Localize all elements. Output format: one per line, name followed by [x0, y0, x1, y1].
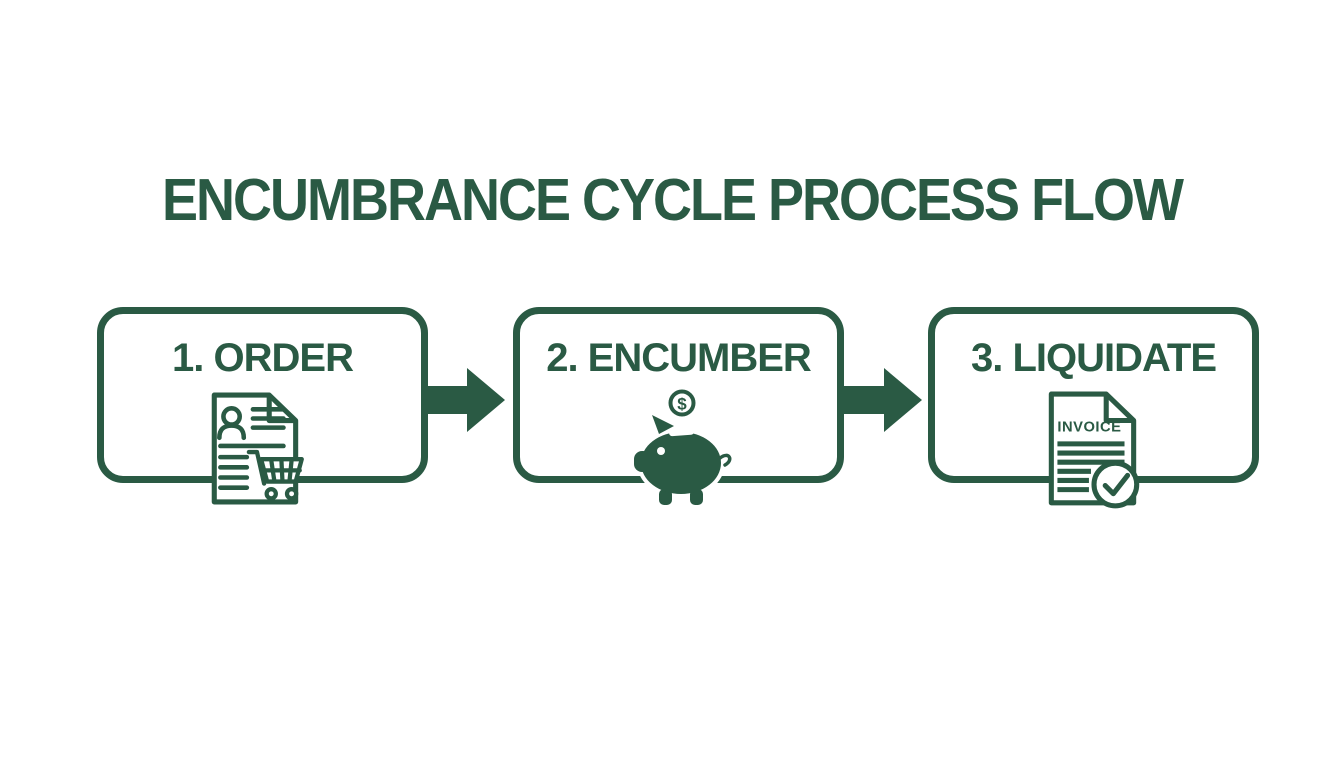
document-text-lines [218, 407, 286, 490]
person-icon [217, 406, 247, 441]
order-document-cart-icon [211, 392, 304, 505]
shopping-cart-icon [246, 449, 304, 501]
diagram-title: ENCUMBRANCE CYCLE PROCESS FLOW [161, 167, 1184, 234]
invoice-check-icon: INVOICE [1048, 391, 1140, 509]
step-label-order: 1. ORDER [172, 336, 354, 380]
coin-symbol: $ [677, 395, 687, 414]
step-label-liquidate: 3. LIQUIDATE [970, 336, 1217, 380]
dollar-coin-icon: $ [668, 389, 696, 417]
arrow-right-icon [423, 368, 505, 432]
invoice-text: INVOICE [1057, 420, 1121, 436]
piggy-eye [657, 447, 665, 455]
piggy-bank-coin-icon: $ [630, 389, 734, 508]
check-circle-icon [1091, 460, 1140, 509]
step-label-encumber: 2. ENCUMBER [546, 336, 812, 380]
arrow-right-icon [840, 368, 922, 432]
coin-slot [669, 428, 694, 437]
